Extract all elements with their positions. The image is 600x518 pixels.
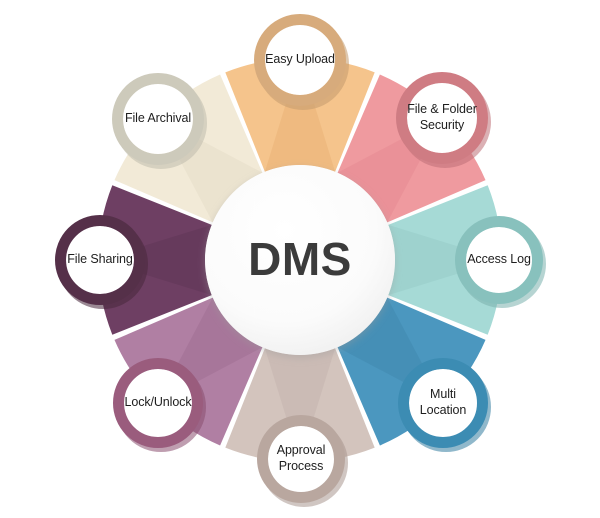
node-label-file-sharing: File Sharing: [67, 252, 133, 266]
node-disc-easy-upload: [265, 25, 335, 95]
node-ring-approval-process: [257, 415, 345, 503]
node-label-easy-upload: Easy Upload: [265, 52, 335, 66]
node-disc-access-log: [466, 227, 532, 293]
node-ring-file-folder-security: [396, 72, 488, 164]
center-disc: [205, 165, 395, 355]
center-hub: DMS: [205, 165, 395, 355]
node-lock-unlock[interactable]: Lock/Unlock: [113, 358, 206, 452]
segment-facet-approval-process: [264, 348, 336, 462]
node-label-lock-unlock: Lock/Unlock: [125, 395, 193, 409]
node-label-access-log: Access Log: [467, 252, 531, 266]
node-file-sharing[interactable]: File Sharing: [55, 215, 148, 309]
node-label-file-archival: File Archival: [125, 111, 191, 125]
node-ring-file-archival: [112, 73, 204, 165]
segment-facet-file-sharing: [98, 224, 212, 296]
segment-facet-easy-upload: [264, 58, 336, 172]
node-ring-access-log: [455, 216, 543, 304]
node-disc-file-sharing: [66, 226, 134, 294]
node-ring-lock-unlock: [113, 358, 203, 448]
node-ring-easy-upload: [254, 14, 346, 106]
node-access-log[interactable]: Access Log: [455, 216, 546, 308]
node-easy-upload[interactable]: Easy Upload: [254, 14, 349, 110]
node-file-archival[interactable]: File Archival: [112, 73, 207, 169]
segment-facet-access-log: [388, 224, 502, 296]
wheel-segment-approval-process[interactable]: [225, 348, 375, 462]
node-disc-approval-process: [268, 426, 334, 492]
node-disc-lock-unlock: [124, 369, 192, 437]
node-ring-file-sharing: [55, 215, 145, 305]
node-disc-file-folder-security: [407, 83, 477, 153]
node-ring-multi-location: [398, 358, 488, 448]
node-disc-file-archival: [123, 84, 193, 154]
center-title: DMS: [248, 233, 352, 285]
node-disc-multi-location: [409, 369, 477, 437]
